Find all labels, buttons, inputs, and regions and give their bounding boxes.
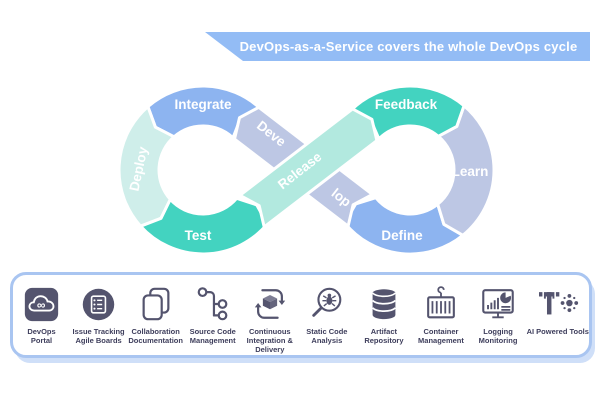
issue-tracking-agile-boards-icon	[80, 283, 117, 325]
banner-text: DevOps-as-a-Service covers the whole Dev…	[239, 39, 578, 54]
loop-segment-feedback	[349, 84, 466, 141]
loop-segment-learn	[436, 104, 496, 237]
collaboration-documentation-icon	[137, 283, 175, 325]
banner-ribbon: DevOps-as-a-Service covers the whole Dev…	[205, 32, 590, 61]
source-code-management-icon	[194, 283, 232, 325]
artifact-repository-icon	[365, 283, 403, 325]
logging-monitoring-icon	[479, 283, 517, 325]
devops-portal-icon: ∞	[23, 283, 60, 325]
continuous-integration-delivery-icon	[251, 283, 289, 325]
toolbar-item-10[interactable]: AI Powered Tools	[527, 275, 589, 355]
container-management-icon	[422, 283, 460, 325]
loop-label-feedback: Feedback	[375, 97, 438, 112]
loop-segment-release	[238, 107, 379, 229]
toolbar-item-label: AI Powered Tools	[526, 327, 589, 336]
loop-label-integrate: Integrate	[174, 97, 232, 112]
static-code-analysis-icon	[308, 283, 346, 325]
ai-powered-tools-icon	[537, 283, 579, 325]
loop-label-learn: Learn	[452, 164, 489, 179]
svg-text:∞: ∞	[37, 298, 46, 312]
loop-label-test: Test	[185, 228, 212, 243]
loop-label-define: Define	[381, 228, 423, 243]
